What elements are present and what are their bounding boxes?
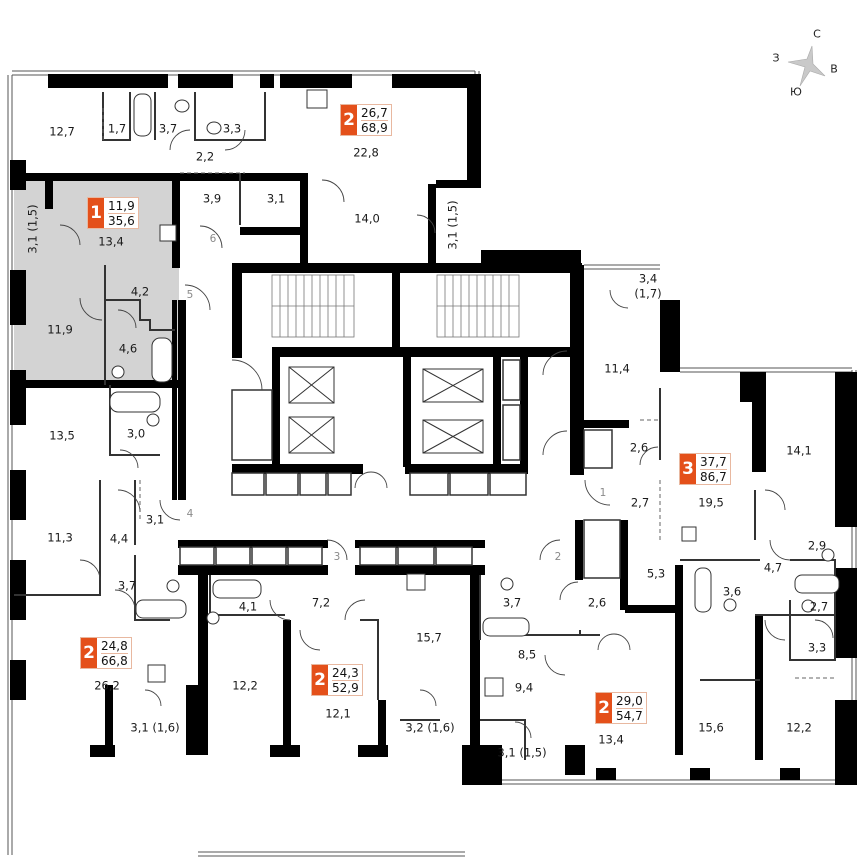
room-area: 4,2	[130, 284, 150, 299]
compass-star-icon	[787, 45, 826, 87]
compass-south: Ю	[790, 85, 802, 99]
compass: С В Ю З	[772, 26, 850, 102]
room-area: 12,1	[325, 706, 351, 721]
doors	[59, 129, 834, 739]
room-area: 3,0	[126, 426, 146, 441]
room-count: 2	[312, 665, 328, 695]
room-area: 2,6	[587, 595, 607, 610]
room-count: 2	[596, 693, 612, 723]
total-area: 35,6	[108, 213, 135, 228]
room-area: 4,6	[118, 341, 138, 356]
balcony-area: 3,1 (1,5)	[25, 204, 40, 254]
room-area: 14,0	[354, 211, 380, 226]
room-area: 3,3	[807, 640, 827, 655]
room-area: 3,3	[222, 121, 242, 136]
compass-north: С	[813, 27, 821, 41]
room-area: 19,5	[698, 495, 724, 510]
balcony-area: 3,1 (1,6)	[130, 720, 180, 735]
storage-cells	[179, 359, 621, 579]
living-area: 26,7	[361, 105, 388, 121]
room-area: 12,2	[232, 678, 258, 693]
structural-walls	[10, 74, 857, 785]
total-area: 52,9	[332, 680, 359, 695]
compass-west: З	[772, 51, 780, 65]
entrance-number: 5	[186, 288, 194, 301]
room-area: 3,1	[266, 191, 286, 206]
living-area: 29,0	[616, 693, 643, 709]
total-area: 66,8	[101, 653, 128, 668]
staircase-left	[271, 274, 355, 338]
dashed-openings	[102, 108, 835, 679]
balcony-area: 3,2 (1,6)	[405, 720, 455, 735]
room-area: 15,6	[698, 720, 724, 735]
room-area: 12,2	[786, 720, 812, 735]
room-area: 2,7	[809, 599, 829, 614]
entrance-number: 1	[599, 486, 607, 499]
room-area: 4,1	[238, 599, 258, 614]
balcony-area: 3,1 (1,5)	[497, 745, 547, 760]
room-count: 2	[81, 638, 97, 668]
room-area: 13,4	[598, 732, 624, 747]
entrance-number: 2	[554, 550, 562, 563]
balcony-area: 3,4	[638, 271, 658, 286]
room-count: 3	[680, 454, 696, 484]
room-area: 15,7	[416, 630, 442, 645]
elevator-shafts	[288, 366, 484, 454]
total-area: 86,7	[700, 469, 727, 484]
room-area: 13,5	[49, 428, 75, 443]
room-area: 3,1	[145, 512, 165, 527]
balcony-area: (1,7)	[634, 286, 662, 301]
highlighted-apartment-fill	[14, 180, 179, 380]
entrance-number: 3	[333, 550, 341, 563]
room-count: 2	[341, 105, 357, 135]
room-area: 3,7	[158, 121, 178, 136]
room-area: 3,6	[722, 584, 742, 599]
living-area: 24,8	[101, 638, 128, 654]
room-area: 2,7	[630, 495, 650, 510]
living-area: 37,7	[700, 454, 727, 470]
room-area: 2,9	[807, 538, 827, 553]
total-area: 68,9	[361, 120, 388, 135]
room-count: 1	[88, 198, 104, 228]
room-area: 2,6	[629, 440, 649, 455]
room-area: 26,2	[94, 678, 120, 693]
room-area: 14,1	[786, 443, 812, 458]
room-area: 2,2	[195, 149, 215, 164]
living-area: 24,3	[332, 665, 359, 681]
room-area: 9,4	[514, 680, 534, 695]
room-area: 13,4	[98, 234, 124, 249]
room-area: 5,3	[646, 566, 666, 581]
room-area: 4,7	[763, 560, 783, 575]
staircase-right	[436, 274, 520, 338]
room-area: 8,5	[517, 647, 537, 662]
entrance-number: 6	[209, 232, 217, 245]
room-area: 22,8	[353, 145, 379, 160]
entrance-number: 4	[186, 507, 194, 520]
room-area: 3,9	[202, 191, 222, 206]
room-area: 4,4	[109, 531, 129, 546]
total-area: 54,7	[616, 708, 643, 723]
room-area: 7,2	[311, 595, 331, 610]
room-area: 3,7	[117, 578, 137, 593]
room-area: 11,3	[47, 530, 73, 545]
room-area: 1,7	[107, 121, 127, 136]
room-area: 11,9	[47, 322, 73, 337]
balcony-area: 3,1 (1,5)	[445, 200, 460, 250]
fixtures	[109, 89, 840, 697]
room-area: 12,7	[49, 124, 75, 139]
room-area: 3,7	[502, 595, 522, 610]
living-area: 11,9	[108, 198, 135, 214]
room-area: 11,4	[604, 361, 630, 376]
compass-east: В	[830, 62, 838, 76]
